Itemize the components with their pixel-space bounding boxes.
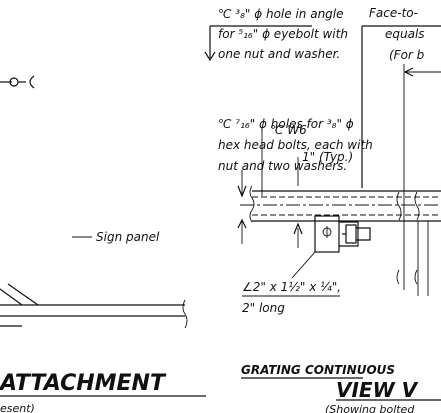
angle-leader [291, 251, 316, 279]
face-note-line1: Face-to- [369, 6, 418, 20]
lower-break-b [414, 269, 418, 285]
face-dimension-arrow [403, 67, 414, 77]
typ-label: 1" (Typ.) [302, 150, 353, 164]
angle-label-line1: ∠2" x 1½" x ¼", [242, 280, 341, 294]
attachment-subtitle: esent) [0, 402, 35, 413]
face-note-line3: (For b [389, 48, 425, 62]
eyebolt-note-line1: ℃ ³₈" ϕ hole in angle [218, 7, 344, 21]
attachment-title: ATTACHMENT [0, 371, 167, 396]
grating-label: GRATING CONTINUOUS [241, 363, 395, 377]
eyebolt-symbol [0, 75, 35, 89]
angle-clip [314, 215, 371, 253]
holes-note-line1: ℃ ⁷₁₆" ϕ holes for ³₈" ϕ [218, 117, 354, 131]
attachment-structure [0, 283, 188, 329]
sign-panel-label: Sign panel [96, 230, 160, 244]
view-subtitle: (Showing bolted [325, 403, 415, 413]
eyebolt-leader-arrow [204, 51, 216, 62]
beam-elevation [240, 185, 441, 223]
holes-note-line3: nut and two washers. [218, 159, 347, 173]
holes-note-line2: hex head bolts, each with [218, 138, 373, 152]
eyebolt-note-line3: one nut and washer. [218, 47, 340, 61]
face-note-line2: equals [385, 27, 425, 41]
eyebolt-note-line2: for ⁵₁₆" ϕ eyebolt with [218, 27, 348, 41]
angle-label-line2: 2" long [242, 301, 285, 315]
w6-label: ℃ W6 [270, 123, 307, 137]
view-title: VIEW V [336, 378, 419, 402]
typ-dim-arrow [293, 222, 303, 235]
lower-break-a [396, 269, 400, 285]
